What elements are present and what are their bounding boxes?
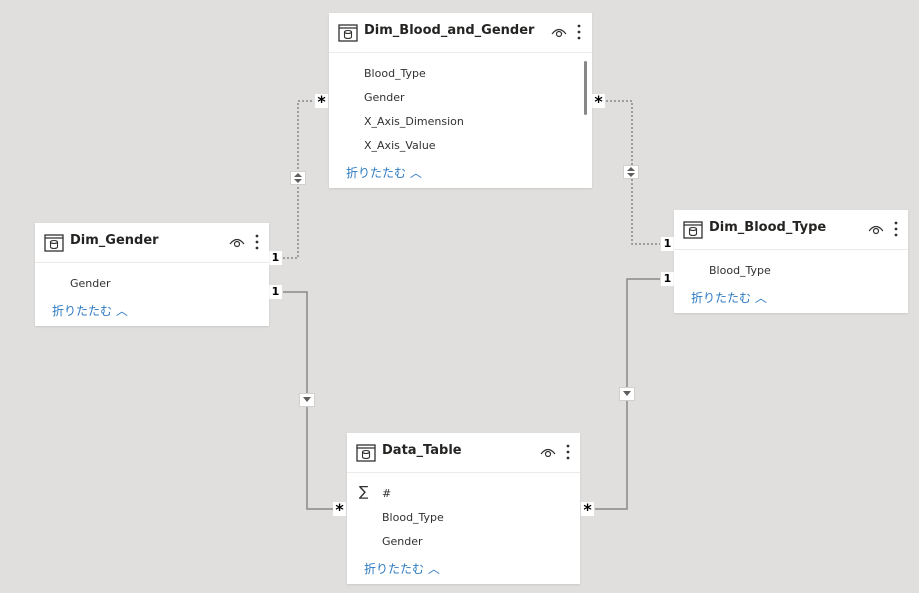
collapse-link[interactable]: 折りたたむ ︿ — [364, 562, 440, 576]
table-card-data-table[interactable]: Data_Table ∑ # Blood_Type Gender 折りたたむ ︿ — [347, 433, 580, 584]
table-card-dim-gender[interactable]: Dim_Gender Gender 折りたたむ ︿ — [35, 223, 269, 326]
scrollbar-thumb[interactable] — [584, 61, 587, 115]
table-header[interactable]: Dim_Blood_and_Gender — [329, 13, 592, 53]
table-icon — [338, 24, 358, 42]
cardinality-many: * — [333, 502, 346, 518]
field-item[interactable]: Blood_Type — [709, 264, 771, 277]
table-header[interactable]: Dim_Blood_Type — [674, 210, 908, 250]
collapse-link[interactable]: 折りたたむ ︿ — [52, 304, 128, 318]
more-options-icon[interactable] — [576, 23, 582, 41]
cardinality-many: * — [315, 94, 328, 110]
more-options-icon[interactable] — [893, 220, 899, 238]
eye-icon[interactable] — [540, 446, 556, 458]
cardinality-one: 1 — [661, 272, 674, 286]
table-icon — [44, 234, 64, 252]
field-item[interactable]: Gender — [382, 535, 423, 548]
field-item[interactable]: Gender — [70, 277, 111, 290]
table-title: Dim_Gender — [70, 233, 159, 248]
cardinality-many: * — [581, 502, 594, 518]
table-card-dim-blood-and-gender[interactable]: Dim_Blood_and_Gender Blood_Type Gender X… — [329, 13, 592, 188]
field-item[interactable]: Blood_Type — [364, 67, 426, 80]
more-options-icon[interactable] — [254, 233, 260, 251]
field-item[interactable]: X_Axis_Dimension — [364, 115, 464, 128]
table-title: Dim_Blood_and_Gender — [364, 23, 535, 38]
eye-icon[interactable] — [229, 236, 245, 248]
eye-icon[interactable] — [551, 26, 567, 38]
more-options-icon[interactable] — [565, 443, 571, 461]
double-arrow-icon[interactable] — [290, 171, 306, 185]
cardinality-one: 1 — [269, 251, 282, 265]
table-header[interactable]: Data_Table — [347, 433, 580, 473]
eye-icon[interactable] — [868, 223, 884, 235]
table-icon — [683, 221, 703, 239]
sigma-icon: ∑ — [359, 484, 369, 500]
collapse-link[interactable]: 折りたたむ ︿ — [691, 291, 767, 305]
field-item[interactable]: X_Axis_Value — [364, 139, 436, 152]
table-header[interactable]: Dim_Gender — [35, 223, 269, 263]
cardinality-one: 1 — [661, 237, 674, 251]
table-title: Data_Table — [382, 443, 462, 458]
measure-item[interactable]: # — [382, 487, 392, 500]
table-icon — [356, 444, 376, 462]
table-title: Dim_Blood_Type — [709, 220, 827, 235]
collapse-link[interactable]: 折りたたむ ︿ — [346, 166, 422, 180]
arrow-down-icon[interactable] — [619, 387, 635, 401]
cardinality-many: * — [592, 94, 605, 110]
field-item[interactable]: Blood_Type — [382, 511, 444, 524]
cardinality-one: 1 — [269, 285, 282, 299]
double-arrow-icon[interactable] — [623, 165, 639, 179]
table-card-dim-blood-type[interactable]: Dim_Blood_Type Blood_Type 折りたたむ ︿ — [674, 210, 908, 313]
arrow-down-icon[interactable] — [299, 393, 315, 407]
field-item[interactable]: Gender — [364, 91, 405, 104]
